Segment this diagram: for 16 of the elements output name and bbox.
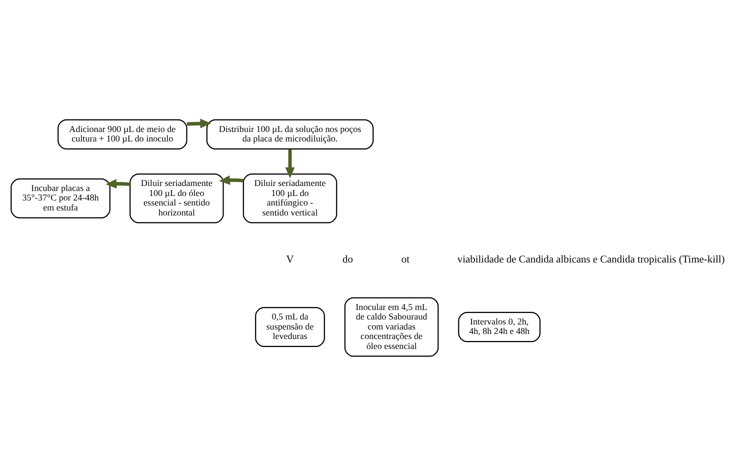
node-box: Diluir seriadamente 100 µL do óleo essencial - sentido horizontal: [130, 173, 224, 224]
label: viabilidade de Candida albicans e Candida tropicalis (Time-kill): [457, 254, 725, 266]
label: ot: [401, 254, 410, 266]
node-box: Intervalos 0, 2h, 4h, 8h 24h e 48h: [458, 312, 541, 342]
label: do: [342, 254, 353, 266]
node-box: Diluir seriadamente 100 µL do antifúngico - sentido vertical: [242, 173, 338, 224]
node-box: Distribuir 100 µL da solução nos poços da placa de microdiluição.: [206, 119, 374, 150]
arrow: [219, 175, 244, 185]
node-box: Inocular em 4,5 mL de caldo Sabouraud com variadas concentrações de óleo essencial: [344, 297, 439, 357]
node-box: 0,5 mL da suspensão de leveduras: [255, 306, 325, 348]
node-box: Incubar placas a 35°-37°C por 24-48h em estufa: [10, 178, 110, 218]
arrow: [285, 149, 295, 178]
arrow: [106, 178, 130, 189]
node-box: Adicionar 900 µL de meio de cultura + 100 µL do inoculo: [58, 119, 188, 150]
arrow: [186, 118, 212, 128]
label: V: [286, 254, 294, 266]
